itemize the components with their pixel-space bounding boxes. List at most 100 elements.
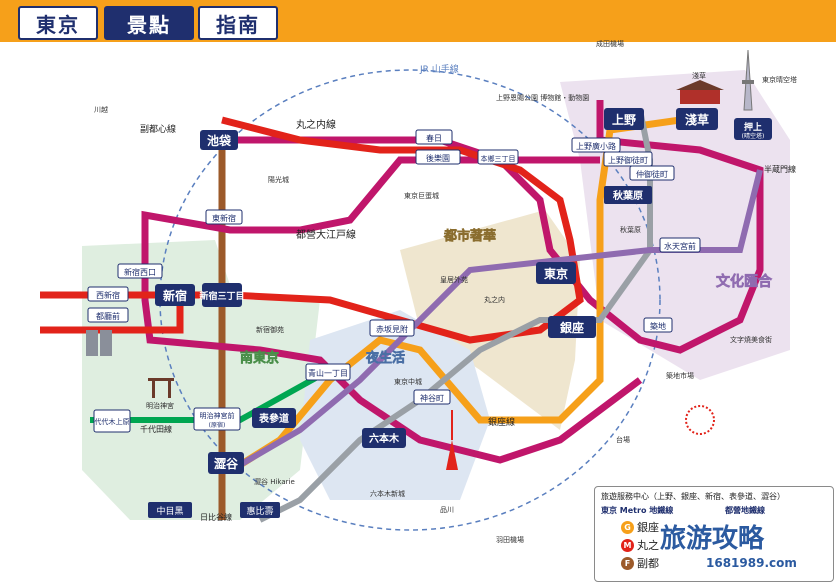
- legend-metro-heading: 東京 Metro 地鐵線: [601, 506, 674, 515]
- watermark: 旅游攻略: [660, 524, 765, 554]
- title-part-2: 景點: [104, 6, 194, 40]
- station-tsukiji-label: 築地: [650, 321, 666, 331]
- station-shinjuku-label: 新宿: [163, 288, 187, 303]
- landmark-odaiba: 台場: [616, 435, 630, 444]
- title-part-1: 東京: [18, 6, 98, 40]
- station-naka-okachimachi[interactable]: 仲御徒町: [629, 165, 675, 181]
- station-oshiage-sub: (晴空塔): [742, 132, 765, 140]
- station-nakameguro-label: 中目黑: [156, 505, 183, 517]
- station-yoyogi-uehara-label: 代代木上原: [95, 417, 130, 426]
- station-kamiyacho-label: 神谷町: [420, 393, 444, 403]
- station-akasaka-mitsuke-label: 赤坂見附: [376, 324, 408, 334]
- line-label-chiyoda: 千代田線: [140, 424, 172, 434]
- station-shinjuku-sanchome-label: 新宿三丁目: [199, 290, 244, 302]
- station-meiji-jingumae-sub: (原宿): [209, 421, 226, 429]
- station-nishi-shinjuku[interactable]: 西新宿: [87, 286, 129, 302]
- watermark-url: 1681989.com: [706, 556, 797, 570]
- station-suitengumae-label: 水天宮前: [664, 241, 696, 251]
- landmark-narita: 成田機場: [596, 39, 624, 48]
- station-ginza-label: 銀座: [559, 320, 584, 335]
- skytree-sketch: [742, 49, 754, 111]
- landmark-shinjuku-gyoen: 新宿御苑: [256, 325, 284, 334]
- station-omotesando-label: 表參道: [258, 412, 289, 425]
- landmark-tokyo-dome: 東京巨蛋城: [404, 191, 439, 200]
- legend-box: 旅遊服務中心（上野、銀座、新宿、表參道、澀谷） 東京 Metro 地鐵線 都營地…: [594, 486, 834, 582]
- line-label-hibiya: 日比谷線: [200, 512, 232, 522]
- landmark-skytree: 東京晴空塔: [762, 75, 797, 84]
- landmark-tokyo-midtown: 東京中城: [394, 377, 422, 386]
- station-tochomae-label: 都廳前: [96, 311, 120, 321]
- area-title-minami: 南東京: [240, 350, 279, 366]
- legend-item-marunouchi: M 丸之: [621, 537, 659, 553]
- station-korakuen-label: 後樂園: [426, 153, 450, 163]
- station-ikebukuro[interactable]: 池袋: [200, 130, 238, 150]
- station-akihabara-label: 秋葉原: [613, 189, 643, 202]
- station-higashi-shinjuku[interactable]: 東新宿: [205, 209, 243, 225]
- station-tokyo-label: 東京: [544, 266, 568, 281]
- station-roppongi[interactable]: 六本木: [362, 428, 406, 448]
- station-meiji-jingumae[interactable]: 明治神宮前 (原宿): [193, 407, 241, 431]
- station-tochomae[interactable]: 都廳前: [87, 307, 129, 323]
- station-shibuya[interactable]: 澀谷: [208, 452, 244, 474]
- legend-item-ginza: G 銀座: [621, 519, 659, 535]
- station-aoyama-itchome[interactable]: 青山一丁目: [305, 363, 351, 381]
- landmark-haneda: 羽田機場: [496, 535, 524, 544]
- landmark-sunshine: 陽光城: [268, 175, 289, 184]
- line-label-oedo: 都營大江戸線: [296, 228, 356, 241]
- station-ginza[interactable]: 銀座: [548, 316, 596, 338]
- landmark-shibuya-hikarie: 澀谷 Hikarie: [254, 477, 295, 486]
- station-nishi-shinjuku-label: 西新宿: [96, 290, 120, 300]
- station-hongo-sanchome[interactable]: 本鄉三丁目: [477, 149, 519, 165]
- station-ebisu[interactable]: 惠比壽: [240, 502, 280, 518]
- station-shinjuku-nishiguchi-label: 新宿西口: [124, 267, 156, 277]
- line-label-ginza: 銀座線: [488, 416, 515, 428]
- station-suitengumae[interactable]: 水天宮前: [659, 237, 701, 253]
- station-shinjuku-sanchome[interactable]: 新宿三丁目: [199, 283, 245, 307]
- station-tokyo[interactable]: 東京: [536, 262, 576, 284]
- station-yoyogi-uehara[interactable]: 代代木上原: [93, 409, 131, 433]
- station-shibuya-label: 澀谷: [214, 456, 239, 471]
- area-title-toshin: 都市著華: [443, 228, 496, 244]
- landmark-meiji-shrine: 明治神宮: [146, 401, 174, 410]
- station-ueno-okachimachi[interactable]: 上野御徒町: [603, 151, 653, 167]
- station-kasuga-label: 春日: [426, 133, 442, 143]
- station-ueno-hirokoji-label: 上野廣小路: [576, 141, 616, 151]
- station-akihabara[interactable]: 秋葉原: [604, 186, 652, 204]
- station-tsukiji[interactable]: 築地: [643, 317, 673, 333]
- legend-dot-marunouchi: M: [621, 538, 634, 552]
- area-title-yoru: 夜生活: [365, 350, 405, 366]
- hibiya-line-path: [258, 109, 653, 523]
- station-oshiage[interactable]: 押上 (晴空塔): [734, 118, 772, 140]
- sensoji-sketch: [676, 80, 724, 104]
- station-korakuen[interactable]: 後樂園: [415, 149, 461, 165]
- area-title-bunka: 文化匯合: [716, 273, 773, 290]
- station-ueno-hirokoji[interactable]: 上野廣小路: [571, 137, 621, 153]
- station-higashi-shinjuku-label: 東新宿: [212, 213, 236, 223]
- station-akasaka-mitsuke[interactable]: 赤坂見附: [369, 319, 415, 337]
- station-kasuga[interactable]: 春日: [415, 129, 453, 145]
- landmark-roppongi-hills: 六本木新城: [370, 489, 405, 498]
- station-naka-okachimachi-label: 仲御徒町: [636, 169, 668, 179]
- station-shinjuku-nishiguchi[interactable]: 新宿西口: [117, 263, 163, 279]
- station-nakameguro[interactable]: 中目黑: [148, 502, 192, 518]
- jr-yamanote-loop: [159, 69, 661, 531]
- station-ueno[interactable]: 上野: [604, 108, 644, 130]
- tocho-sketch: [86, 330, 112, 356]
- station-ikebukuro-label: 池袋: [207, 133, 232, 148]
- legend-header: 旅遊服務中心（上野、銀座、新宿、表參道、澀谷）: [601, 492, 785, 501]
- station-ebisu-label: 惠比壽: [246, 505, 273, 517]
- legend-toei-heading: 都營地鐵線: [725, 506, 765, 515]
- landmark-kokyo: 皇居外苑: [440, 275, 468, 284]
- legend-item-fukutoshin: F 副都: [621, 555, 659, 571]
- landmark-kawagoe: 川越: [94, 105, 108, 114]
- station-aoyama-itchome-label: 青山一丁目: [308, 368, 348, 378]
- station-asakusa[interactable]: 淺草: [676, 108, 718, 130]
- legend-item-fukutoshin-label: 副都: [637, 557, 659, 570]
- station-asakusa-label: 淺草: [685, 112, 709, 127]
- station-shinjuku[interactable]: 新宿: [155, 284, 195, 306]
- station-omotesando[interactable]: 表參道: [252, 408, 296, 428]
- oedo-line-path: [141, 100, 764, 464]
- station-kamiyacho[interactable]: 神谷町: [413, 389, 451, 405]
